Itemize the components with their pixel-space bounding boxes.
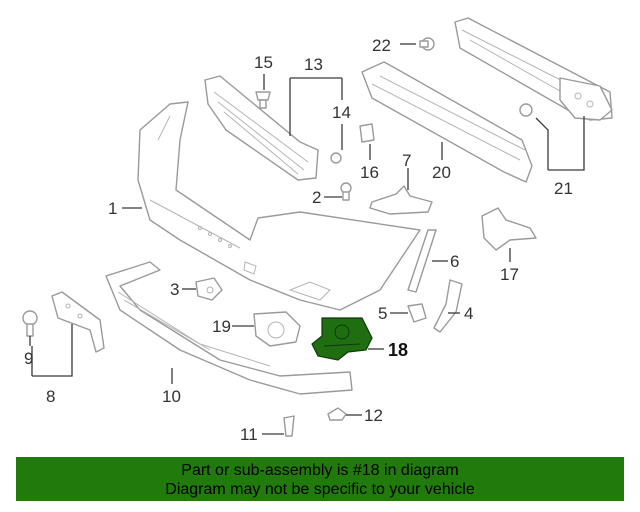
part-16-clip [359, 123, 375, 143]
part-5-clip [407, 303, 427, 323]
callout-numbers: 1 2 3 4 5 6 7 8 9 10 11 12 13 14 15 16 1… [24, 36, 573, 444]
parts-diagram: 1 2 3 4 5 6 7 8 9 10 11 12 13 14 15 16 1… [22, 17, 613, 444]
part-20-absorber [361, 61, 533, 183]
part-7-retainer [369, 185, 433, 215]
callout-19: 19 [212, 317, 231, 336]
part-3-clip [195, 277, 223, 301]
callout-16: 16 [360, 163, 379, 182]
callout-8: 8 [46, 387, 55, 406]
callout-2: 2 [312, 188, 321, 207]
info-banner-line-1: Part or sub-assembly is #18 in diagram [181, 462, 459, 479]
info-banner: Part or sub-assembly is #18 in diagram D… [16, 457, 624, 501]
part-14-clip [330, 152, 342, 164]
callout-11: 11 [240, 425, 258, 444]
callout-7: 7 [402, 151, 411, 170]
callout-20: 20 [432, 163, 451, 182]
part-21-bolt [519, 103, 533, 117]
part-13-grille [204, 75, 319, 181]
part-12-clip [327, 407, 347, 421]
part-11-clip [283, 415, 295, 437]
part-9-bolt [22, 310, 38, 337]
leader-lines [29, 43, 585, 435]
part-4-side-retainer [433, 279, 463, 333]
part-8-side-bracket [51, 291, 105, 353]
info-banner-line-2: Diagram may not be specific to your vehi… [165, 481, 475, 498]
part-19-fog-lamp [253, 311, 301, 347]
callout-10: 10 [162, 387, 181, 406]
callout-12: 12 [364, 406, 383, 425]
callout-4: 4 [464, 304, 473, 323]
callout-5: 5 [378, 304, 387, 323]
part-1-bumper-cover [137, 101, 421, 311]
part-15-clip [255, 91, 271, 109]
callout-9: 9 [24, 349, 33, 368]
callout-6: 6 [450, 252, 459, 271]
part-22-bolt [419, 37, 435, 51]
callout-21: 21 [554, 179, 573, 198]
callout-15: 15 [254, 53, 273, 72]
part-10-lower-cover [105, 261, 353, 395]
part-17-bracket [481, 207, 537, 251]
callout-14: 14 [332, 103, 351, 122]
part-21-reinforcement-beam [454, 17, 613, 121]
part-6-strip [407, 229, 437, 293]
part-18-highlighted [311, 317, 373, 361]
callout-22: 22 [372, 36, 391, 55]
callout-17: 17 [500, 265, 519, 284]
callout-18: 18 [388, 340, 408, 360]
part-2-clip [340, 182, 352, 201]
callout-1: 1 [108, 199, 117, 218]
callout-3: 3 [170, 280, 179, 299]
callout-13: 13 [304, 55, 323, 74]
